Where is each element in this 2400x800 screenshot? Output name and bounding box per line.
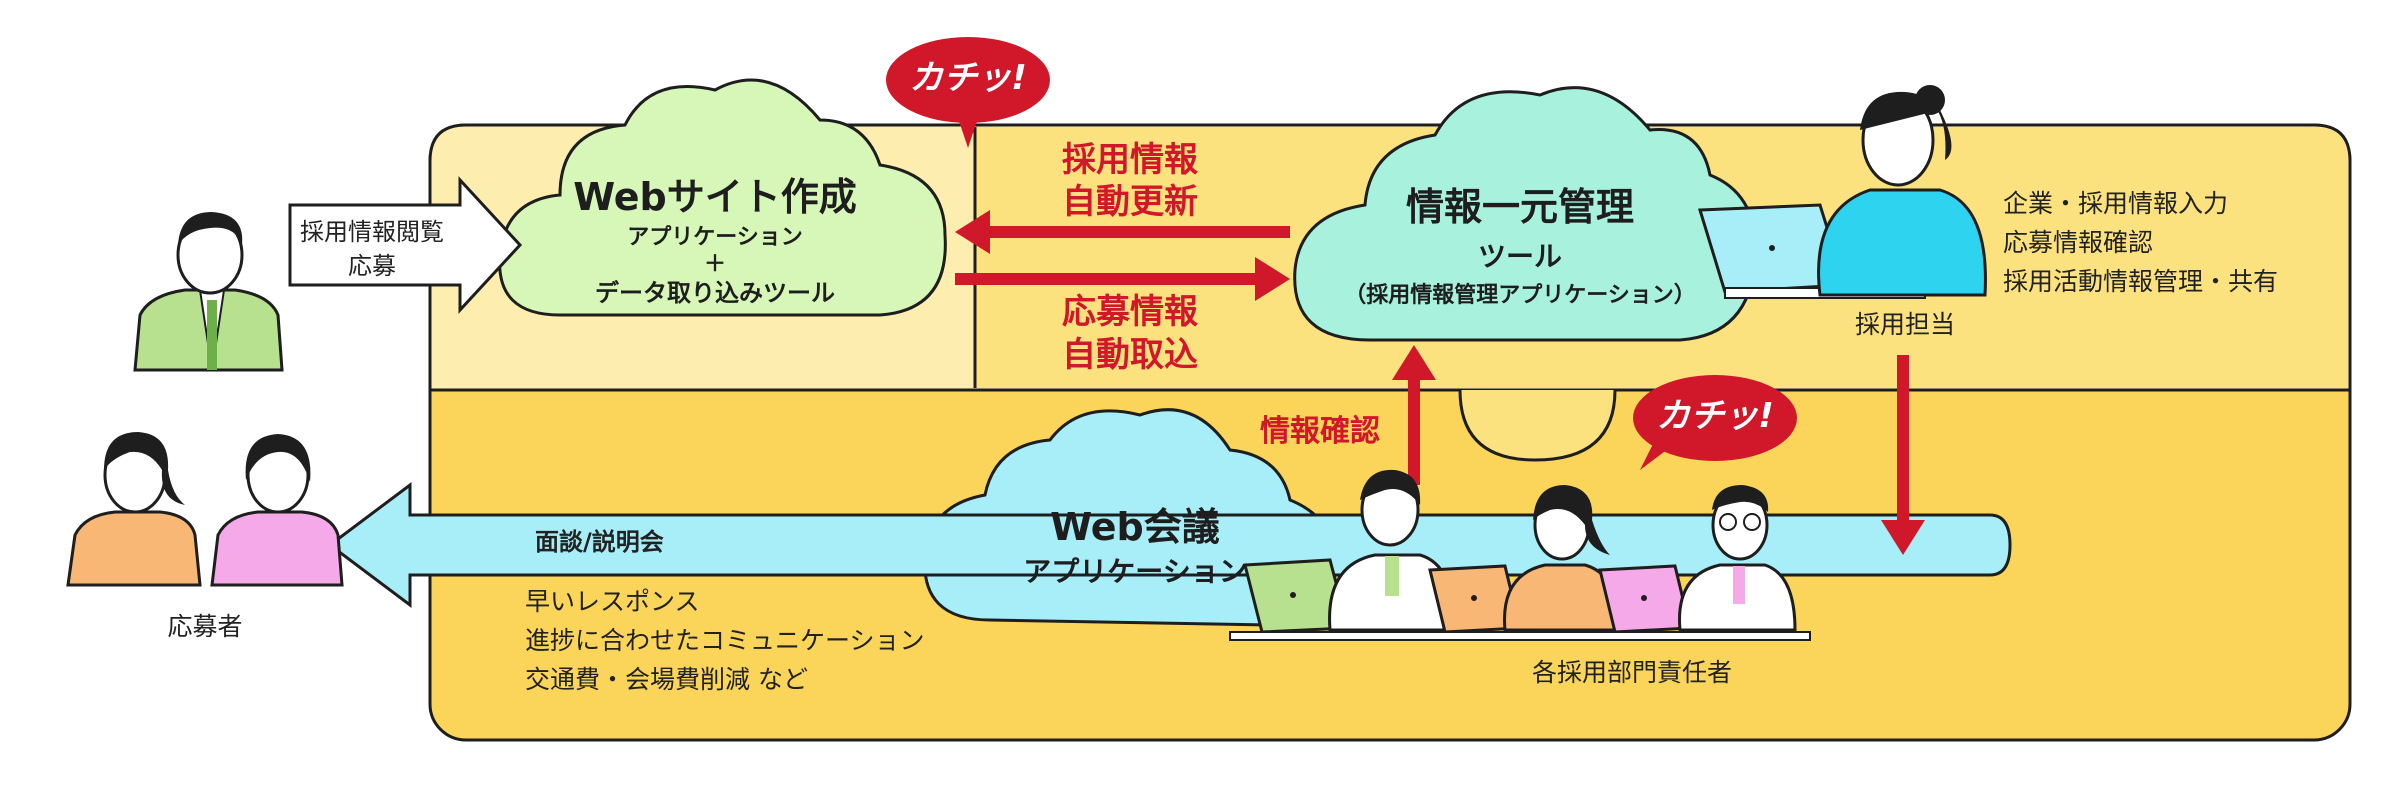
applicant-arrow-label-1: 採用情報閲覧 (300, 218, 444, 246)
person-icon (210, 434, 344, 587)
mgmt-cloud-sub2: （採用情報管理アプリケーション） (1344, 283, 1696, 308)
person-icon (133, 212, 284, 372)
import-label-2: 自動取込 (1062, 335, 1198, 375)
benefits-list: 早いレスポンス 進捗に合わせたコミュニケーション 交通費・会場費削減 など (525, 583, 925, 699)
import-arrow (955, 257, 1290, 301)
website-cloud-plus: ＋ (703, 252, 727, 277)
website-cloud (498, 78, 947, 317)
applicant-arrow-label-2: 応募 (348, 252, 396, 280)
click-bubble-text-2: カチッ! (1656, 396, 1774, 436)
update-label-1: 採用情報 (1062, 140, 1198, 180)
import-label-1: 応募情報 (1062, 292, 1198, 332)
task-item: 応募情報確認 (2003, 227, 2154, 257)
person-icon (1817, 85, 1987, 297)
meeting-cloud-sub1: アプリケーション (1023, 555, 1247, 588)
benefit-item: 交通費・会場費削減 など (525, 664, 808, 694)
recruiter-down-arrow (1881, 355, 1925, 555)
website-cloud-title: Webサイト作成 (573, 175, 857, 219)
benefit-item: 進捗に合わせたコミュニケーション (525, 625, 925, 655)
website-cloud-sub2: データ取り込みツール (595, 279, 835, 307)
website-cloud-sub1: アプリケーション (627, 225, 803, 250)
task-item: 企業・採用情報入力 (2003, 189, 2229, 218)
applicant-arrow (288, 176, 523, 314)
meeting-table (1229, 631, 1811, 641)
mgmt-cloud (1293, 86, 1757, 462)
click-bubble-2 (1633, 375, 1797, 470)
person-icon (1503, 485, 1622, 632)
confirm-label: 情報確認 (1260, 414, 1380, 449)
mgmt-cloud-title: 情報一元管理 (1405, 185, 1635, 229)
click-bubble-1 (886, 37, 1050, 148)
meeting-cloud-title: Web会議 (1050, 505, 1220, 549)
applicants-label: 応募者 (167, 612, 243, 641)
click-bubble-text-1: カチッ! (909, 58, 1027, 98)
person-icon (1678, 485, 1797, 632)
person-icon (66, 432, 202, 587)
interview-label: 面談/説明会 (535, 528, 664, 556)
person-icon (1328, 469, 1457, 632)
update-arrow (955, 210, 1290, 254)
laptop-icon (1598, 564, 1692, 634)
managers-label: 各採用部門責任者 (1531, 658, 1733, 687)
confirm-arrow (1392, 345, 1436, 485)
recruiter-tasks: 企業・採用情報入力 応募情報確認 採用活動情報管理・共有 (2003, 185, 2278, 301)
recruiter-label: 採用担当 (1854, 310, 1956, 339)
mgmt-cloud-sub1: ツール (1477, 240, 1563, 273)
update-label-2: 自動更新 (1062, 182, 1198, 222)
task-item: 採用活動情報管理・共有 (2003, 266, 2279, 296)
benefit-item: 早いレスポンス (525, 587, 700, 616)
